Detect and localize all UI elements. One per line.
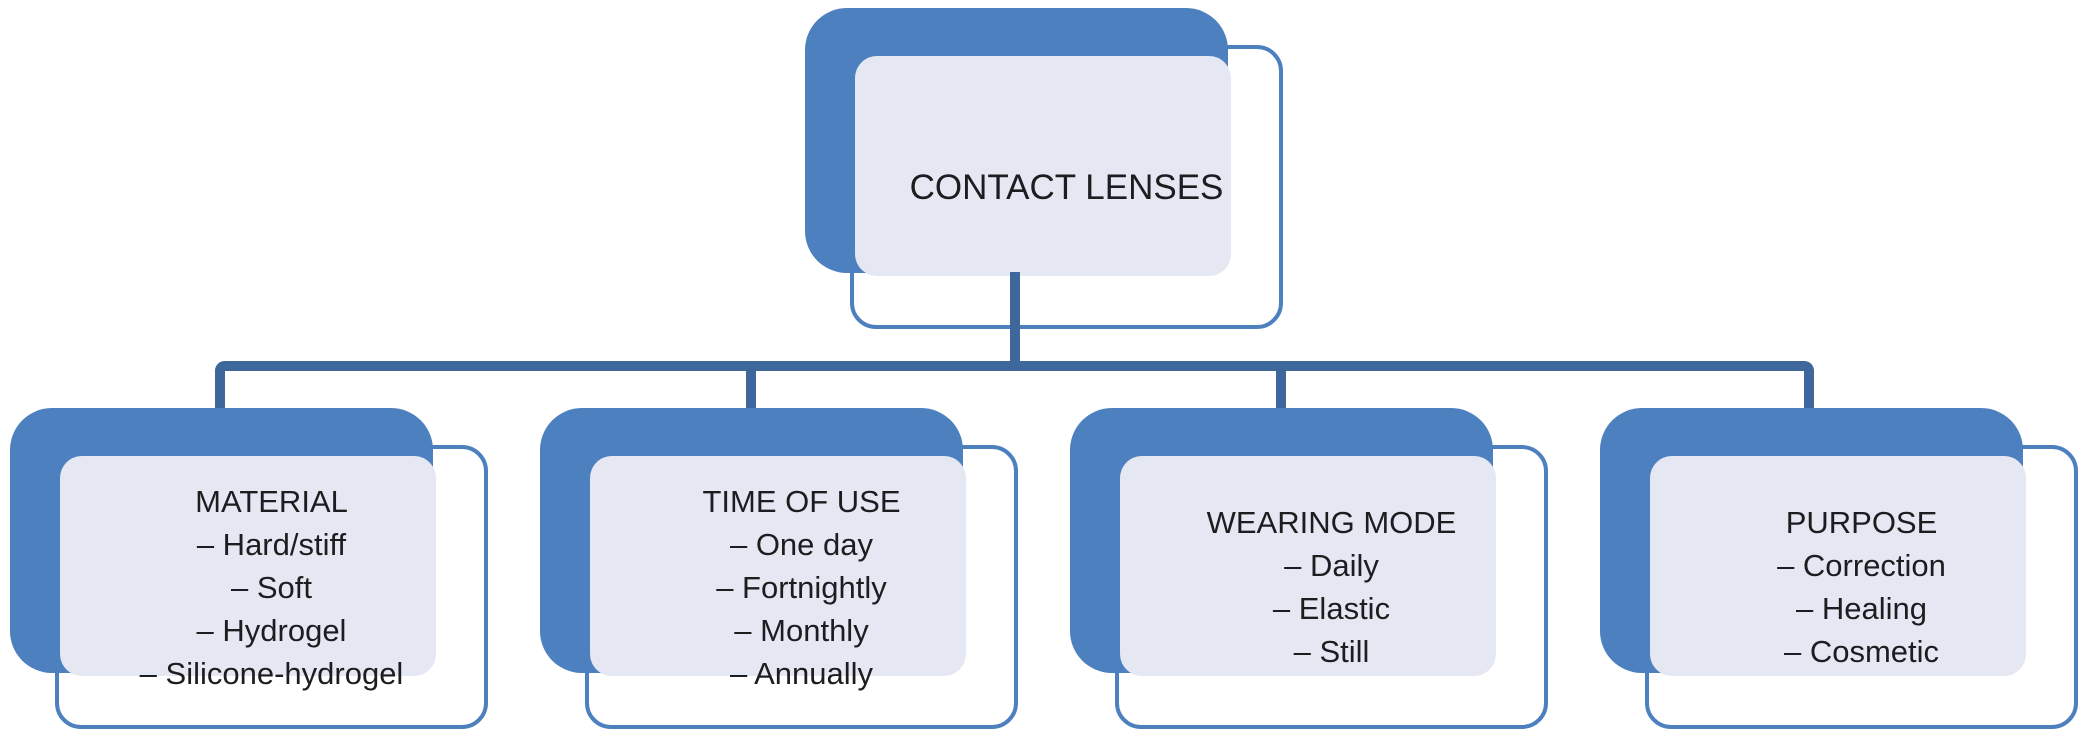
node-item: – Silicone-hydrogel — [139, 655, 404, 691]
node-item: – Soft — [231, 569, 312, 605]
node-title: TIME OF USE — [702, 483, 901, 519]
node-item: – Fortnightly — [716, 569, 887, 605]
connector-stub-wearing-mode — [1276, 361, 1286, 408]
node-item: – Hard/stiff — [196, 526, 347, 562]
node-item: – Annually — [729, 655, 874, 691]
node-wearing-mode: WEARING MODE – Daily – Elastic – Still — [1070, 408, 1550, 730]
connector-trunk-line — [1010, 272, 1020, 366]
node-item: – Healing — [1796, 591, 1927, 626]
node-label: WEARING MODE – Daily – Elastic – Still — [1115, 445, 1548, 729]
node-label: PURPOSE – Correction – Healing – Cosmeti… — [1645, 445, 2078, 729]
node-purpose: PURPOSE – Correction – Healing – Cosmeti… — [1600, 408, 2079, 730]
node-item: – Hydrogel — [196, 612, 347, 648]
node-face — [1120, 456, 1496, 676]
node-face — [1650, 456, 2026, 676]
node-material: MATERIAL – Hard/stiff – Soft – Hydrogel … — [10, 408, 490, 730]
node-item: – Still — [1293, 634, 1370, 669]
node-label: CONTACT LENSES — [850, 45, 1283, 329]
node-title: CONTACT LENSES — [909, 167, 1224, 207]
node-face — [855, 56, 1231, 276]
node-time-of-use: TIME OF USE – One day – Fortnightly – Mo… — [540, 408, 1020, 730]
node-face — [60, 456, 436, 676]
node-item: – Daily — [1284, 548, 1379, 583]
node-label: TIME OF USE – One day – Fortnightly – Mo… — [585, 445, 1018, 729]
node-face — [590, 456, 966, 676]
node-label: MATERIAL – Hard/stiff – Soft – Hydrogel … — [55, 445, 488, 729]
node-title: WEARING MODE — [1206, 505, 1457, 540]
node-item: – Elastic — [1272, 591, 1391, 626]
node-item: – Correction — [1777, 548, 1946, 583]
node-title: MATERIAL — [195, 483, 348, 519]
node-item: – Cosmetic — [1783, 634, 1940, 669]
connector-stub-time-of-use — [746, 361, 756, 408]
node-item: – Monthly — [734, 612, 869, 648]
connector-rail-with-end-stubs — [215, 361, 1814, 408]
node-contact-lenses: CONTACT LENSES — [805, 8, 1285, 330]
node-title: PURPOSE — [1785, 505, 1938, 540]
node-item: – One day — [729, 526, 874, 562]
